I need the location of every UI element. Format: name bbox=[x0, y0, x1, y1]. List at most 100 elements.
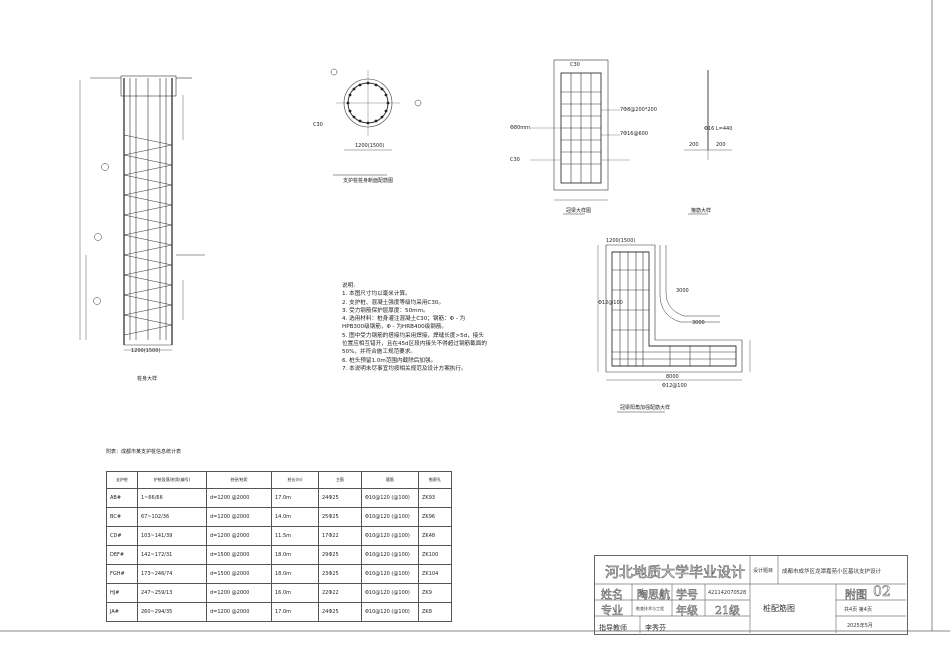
table-cell: 103~141/39 bbox=[137, 526, 207, 546]
label-crown-left: Φ80mm bbox=[510, 125, 531, 131]
caption-stirrup: 箍筋大样 bbox=[691, 208, 712, 214]
label-crown-c30-bottom: C30 bbox=[510, 157, 520, 163]
caption-pile-elevation: 桩身大样 bbox=[137, 376, 158, 382]
table-cell: ZK100 bbox=[418, 545, 452, 565]
table-cell: 25Φ25 bbox=[318, 507, 362, 527]
title-block-lines bbox=[594, 555, 906, 633]
table-cell: 173~246/74 bbox=[137, 564, 207, 584]
table-header: 护桩段落/桩距(编号) bbox=[137, 471, 207, 489]
table-cell: d=1200 @2000 bbox=[206, 507, 272, 527]
table-title: 附表：成都市某支护桩信息统计表 bbox=[106, 449, 182, 455]
table-header: 桩径/桩距 bbox=[206, 471, 272, 489]
table-header-row: 支护桩 护桩段落/桩距(编号) 桩径/桩距 桩长(m) 主筋 箍筋 勘察孔 bbox=[106, 471, 452, 489]
pile-table: 支护桩 护桩段落/桩距(编号) 桩径/桩距 桩长(m) 主筋 箍筋 勘察孔 AB… bbox=[106, 471, 452, 622]
label-stirrup-dim2: 200 bbox=[716, 142, 726, 148]
note-line: 7. 本说明未尽事宜均按相关规范及设计方案执行。 bbox=[342, 365, 467, 372]
table-cell: 18.0m bbox=[271, 545, 319, 565]
table-header: 桩长(m) bbox=[271, 471, 319, 489]
design-topic: 成都市成华区龙潭嘉苑小区基坑支护设计 bbox=[782, 569, 882, 575]
table-cell: 16.0m bbox=[271, 583, 319, 603]
table-cell: 23Φ25 bbox=[318, 564, 362, 584]
notes-title: 说明: bbox=[342, 283, 356, 289]
table-cell: Φ10@120 (@100) bbox=[361, 602, 419, 622]
drawing-label: 附图 bbox=[845, 588, 868, 602]
label-stirrup-length: Φ16 L=440 bbox=[704, 126, 733, 132]
table-cell: 22Φ22 bbox=[318, 583, 362, 603]
table-cell: 29Φ25 bbox=[318, 545, 362, 565]
table-cell: 14.0m bbox=[271, 507, 319, 527]
table-cell: ZK96 bbox=[418, 507, 452, 527]
grade-label: 年级 bbox=[676, 604, 699, 618]
corner-reinforcement bbox=[597, 244, 751, 413]
advisor-label: 指导教师 bbox=[599, 624, 627, 632]
table-cell: 67~102/36 bbox=[137, 507, 207, 527]
table-cell: JA# bbox=[106, 602, 138, 622]
label-corner-bottom: 8000 bbox=[666, 374, 679, 380]
table-cell: FGH# bbox=[106, 564, 138, 584]
crown-beam-detail bbox=[530, 59, 630, 215]
table-cell: 24Φ25 bbox=[318, 488, 362, 508]
table-cell: 260~294/35 bbox=[137, 602, 207, 622]
table-cell: ZK93 bbox=[418, 488, 452, 508]
table-cell: d=1200 @2000 bbox=[206, 583, 272, 603]
table-cell: Φ10@120 (@100) bbox=[361, 526, 419, 546]
table-cell: 17Φ22 bbox=[318, 526, 362, 546]
table-cell: Φ10@120 (@100) bbox=[361, 488, 419, 508]
label-pile-width: 1200(1500) bbox=[131, 348, 161, 354]
label-corner-side2: 3000 bbox=[692, 320, 705, 326]
table-cell: d=1200 @2000 bbox=[206, 602, 272, 622]
id-label: 学号 bbox=[676, 588, 699, 602]
label-crown-rebar2: 7Φ16@600 bbox=[620, 131, 649, 137]
note-line: 50%，并符合施工规范要求。 bbox=[342, 349, 416, 356]
table-cell: ZK9 bbox=[418, 583, 452, 603]
advisor: 李秀芬 bbox=[645, 624, 666, 632]
table-header: 支护桩 bbox=[106, 471, 138, 489]
note-line: HPB300级钢筋，Φ - 为HRB400级钢筋。 bbox=[342, 324, 448, 331]
drawing-name: 桩配筋图 bbox=[763, 604, 795, 613]
note-line: 4. 选用材料：桩身灌注混凝土C30；钢筋：Φ - 为 bbox=[342, 316, 466, 323]
table-cell: 17.0m bbox=[271, 602, 319, 622]
label-corner-top: 1200(1500) bbox=[606, 238, 636, 244]
school-title: 河北地质大学毕业设计 bbox=[605, 565, 746, 582]
label-crown-c30-top: C30 bbox=[570, 62, 580, 68]
major: 勘查技术与工程 bbox=[636, 606, 664, 611]
page-count: 共4页 第4页 bbox=[844, 607, 872, 613]
label-crown-rebar1: 7Φ8@200*200 bbox=[620, 107, 657, 113]
table-cell: Φ10@120 (@100) bbox=[361, 545, 419, 565]
label-section-width: 1200(1500) bbox=[355, 143, 385, 149]
table-cell: 142~172/31 bbox=[137, 545, 207, 565]
table-cell: d=1200 @2000 bbox=[206, 488, 272, 508]
label-section-c30: C30 bbox=[313, 122, 323, 128]
title-block: 河北地质大学毕业设计 设计题目 成都市成华区龙潭嘉苑小区基坑支护设计 姓名 陶思… bbox=[594, 555, 908, 635]
stirrup-detail bbox=[684, 70, 732, 215]
table-cell: ZK104 bbox=[418, 564, 452, 584]
label-corner-side1: 3000 bbox=[676, 288, 689, 294]
table-cell: ZK48 bbox=[418, 526, 452, 546]
table-cell: 18.0m bbox=[271, 564, 319, 584]
table-cell: CD# bbox=[106, 526, 138, 546]
table-cell: ZK8 bbox=[418, 602, 452, 622]
note-line: 位置应相互错开，且在45d区段内接头不得超过钢筋截面的 bbox=[342, 341, 487, 348]
table-cell: 17.0m bbox=[271, 488, 319, 508]
table-cell: 24Φ25 bbox=[318, 602, 362, 622]
table-header: 箍筋 bbox=[361, 471, 419, 489]
caption-section: 支护桩桩身断面配筋图 bbox=[343, 178, 394, 184]
major-label: 专业 bbox=[601, 604, 624, 618]
design-notes: 说明: 1. 本图尺寸均以毫米计算。 2. 支护桩、混凝土强度等级均采用C30。… bbox=[342, 282, 487, 373]
table-cell: HJ# bbox=[106, 583, 138, 603]
note-line: 3. 受力钢筋保护层厚度：50mm。 bbox=[342, 307, 429, 314]
table-cell: d=1500 @2000 bbox=[206, 545, 272, 565]
grade: 21级 bbox=[715, 604, 741, 618]
note-line: 2. 支护桩、混凝土强度等级均采用C30。 bbox=[342, 299, 445, 306]
table-cell: 1~66/66 bbox=[137, 488, 207, 508]
label-stirrup-dim1: 200 bbox=[689, 142, 699, 148]
pile-elevation bbox=[79, 75, 205, 351]
table-cell: d=1500 @2000 bbox=[206, 564, 272, 584]
